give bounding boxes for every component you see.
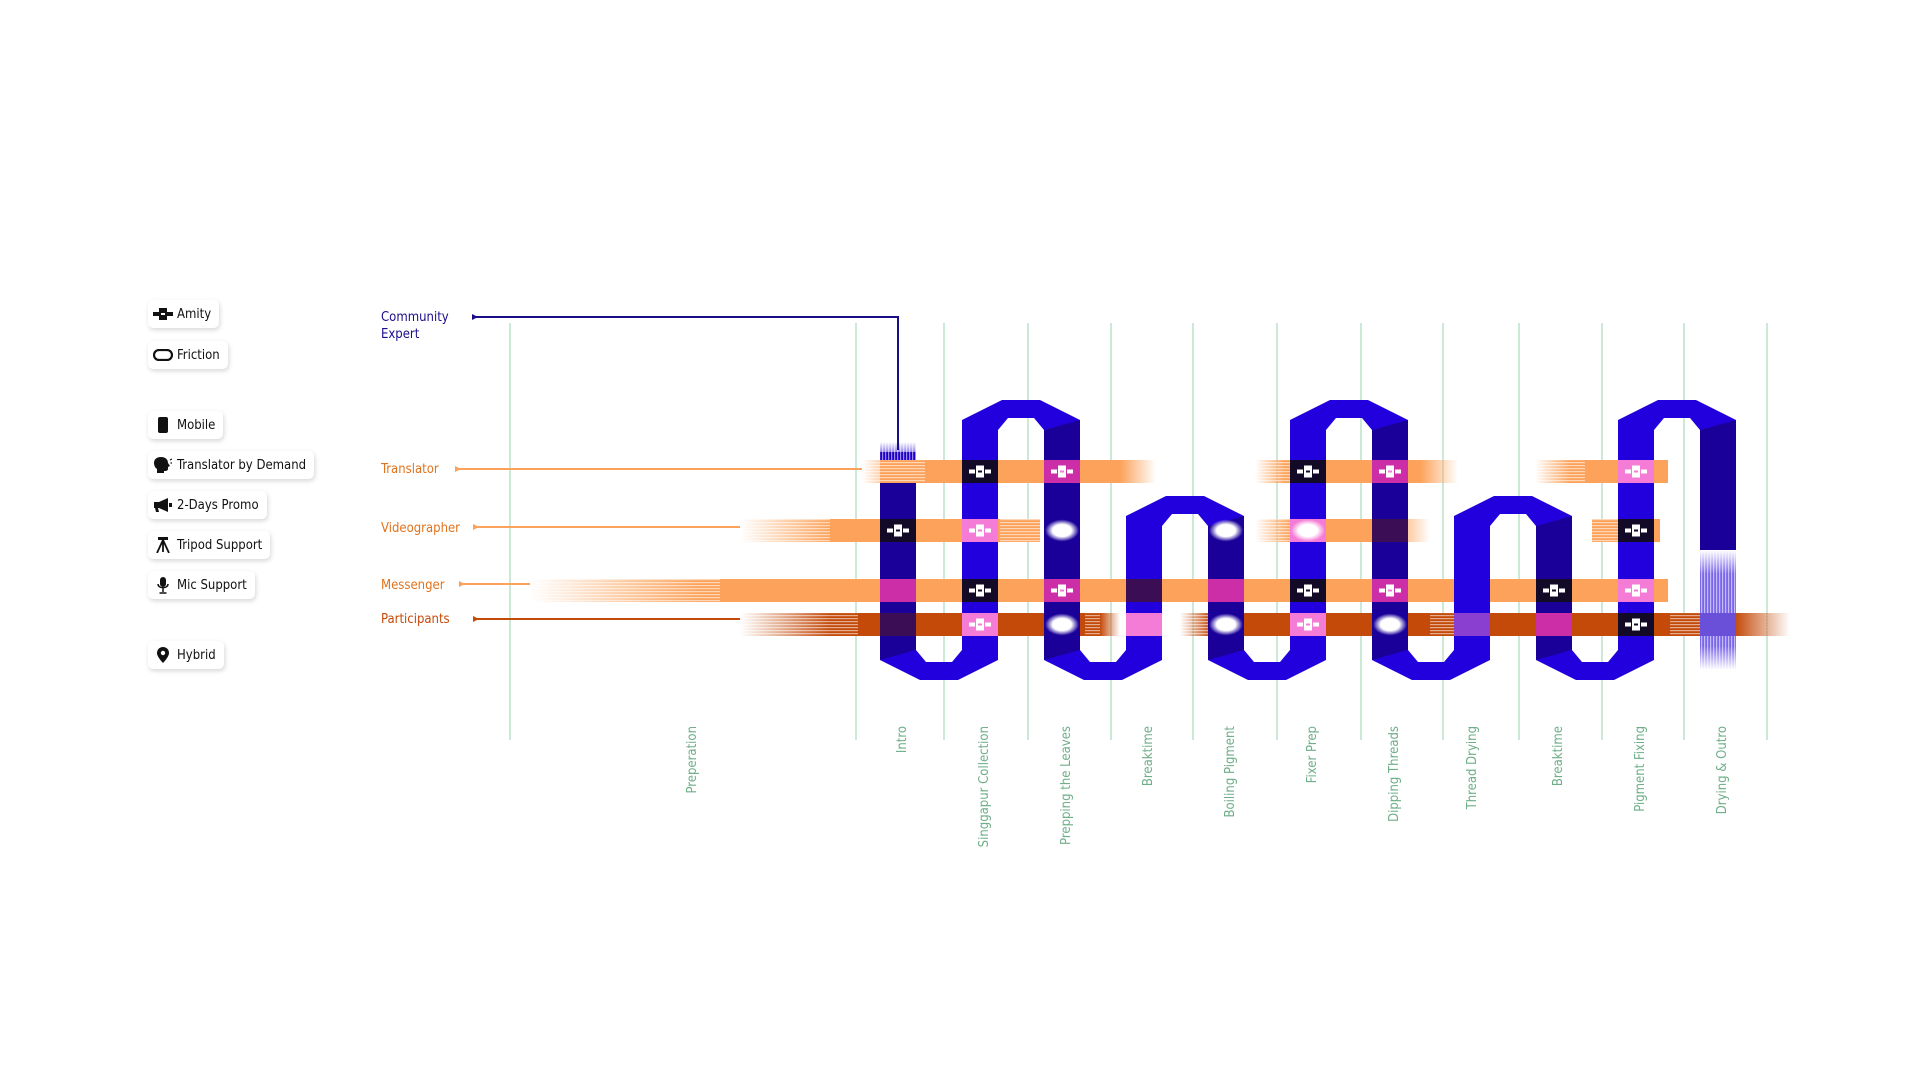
ribbon-bend-6 <box>1290 400 1408 430</box>
cell-breaktime-messenger <box>1126 579 1162 602</box>
legend-friction-label: Friction <box>177 347 220 363</box>
legend-tripod-label: Tripod Support <box>177 537 263 553</box>
phase-label-breaktime: Breaktime <box>1141 726 1156 786</box>
connector-messenger-arrow <box>459 581 465 587</box>
legend-promo: 2-Days Promo <box>148 491 267 519</box>
role-translator: Translator <box>380 462 439 477</box>
interaction-markers <box>887 465 1647 636</box>
friction-icon-fixer-videographer <box>1291 519 1325 542</box>
role-participants: Participants <box>381 612 450 627</box>
connector-videographer-arrow <box>473 524 479 530</box>
location-pin-icon <box>152 647 174 663</box>
phase-label-singgapur-collection: Singgapur Collection <box>977 726 992 847</box>
role-connectors <box>455 314 899 622</box>
videographer-lane-stripes-1 <box>740 519 830 542</box>
cell-intro-translator-stripes <box>880 460 916 483</box>
ribbon-bend-4 <box>1126 496 1244 526</box>
translator-lane-fade-out-1 <box>1120 460 1156 483</box>
ribbon-column-drying <box>1454 516 1490 660</box>
phase-label-drying-outro: Drying & Outro <box>1715 726 1730 814</box>
legend-mobile-label: Mobile <box>177 417 216 433</box>
speaking-head-icon <box>152 457 174 473</box>
participants-lane-fade-out-1 <box>1100 613 1120 636</box>
translator-lane-fade-out-2 <box>1420 460 1458 483</box>
role-videographer: Videographer <box>381 521 460 536</box>
legend-mic-label: Mic Support <box>177 577 247 593</box>
phase-label-intro: Intro <box>895 726 910 753</box>
ribbon-bend-9 <box>1536 650 1654 680</box>
connector-community-expert <box>475 316 899 450</box>
legend: Amity Friction Mobile Translator by Dema… <box>148 300 348 680</box>
legend-promo-label: 2-Days Promo <box>177 497 259 513</box>
connector-community-arrow <box>472 314 478 320</box>
ribbon-bend-1 <box>880 650 998 680</box>
legend-amity: Amity <box>148 300 220 328</box>
ribbon-bend-10 <box>1618 400 1736 430</box>
role-labels: Community Expert Translator Videographer… <box>380 310 460 627</box>
friction-icon-prepping-participants <box>1045 613 1079 636</box>
phase-label-thread-drying: Thread Drying <box>1465 726 1480 810</box>
phase-label-pigment-fixing: Pigment Fixing <box>1633 726 1648 812</box>
tripod-icon <box>152 537 174 553</box>
friction-icon-boiling-participants <box>1209 613 1243 636</box>
translator-lane-stripes-3 <box>1535 460 1585 483</box>
friction-icon-prepping-videographer <box>1045 519 1079 542</box>
phase-label-breaktime-2: Breaktime <box>1551 726 1566 786</box>
legend-hybrid-label: Hybrid <box>177 647 216 663</box>
phase-label-prepping-the-leaves: Prepping the Leaves <box>1059 726 1074 845</box>
legend-amity-label: Amity <box>177 306 212 322</box>
legend-translator: Translator by Demand <box>148 451 315 479</box>
cell-breaktime-participants <box>1126 613 1162 636</box>
cell-intro-messenger <box>880 579 916 602</box>
cell-boiling-messenger <box>1208 579 1244 602</box>
ribbon-bend-8 <box>1454 496 1572 526</box>
phase-label-fixer-prep: Fixer Prep <box>1305 726 1320 783</box>
amity-icon <box>152 306 174 322</box>
ribbon-column-intro-stripes <box>880 442 916 462</box>
legend-friction: Friction <box>148 341 228 369</box>
friction-icon <box>152 347 174 363</box>
phase-label-dipping-threads: Dipping Threads <box>1387 726 1402 822</box>
videographer-lane-stripes-3 <box>1592 519 1625 542</box>
ribbon-column-outro <box>1700 420 1736 550</box>
ribbon-bend-2 <box>962 400 1080 430</box>
ribbon-bend-7 <box>1372 650 1490 680</box>
connector-translator-arrow <box>455 466 461 472</box>
cell-dipping-videographer <box>1372 519 1408 542</box>
microphone-icon <box>152 576 174 594</box>
legend-mic: Mic Support <box>148 571 255 599</box>
role-messenger: Messenger <box>381 578 445 593</box>
legend-mobile: Mobile <box>148 411 224 439</box>
ribbon-bend-3 <box>1044 650 1162 680</box>
phase-label-boiling-pigment: Boiling Pigment <box>1223 726 1238 818</box>
translator-lane-segment-1 <box>898 460 1120 483</box>
role-community-expert: Community Expert <box>381 310 452 342</box>
connector-participants-arrow <box>473 616 479 622</box>
videographer-lane-stripes-2 <box>1255 519 1300 542</box>
friction-icon-boiling-videographer <box>1209 519 1243 542</box>
legend-translator-label: Translator by Demand <box>177 457 307 473</box>
friction-icon-dipping-participants <box>1373 613 1407 636</box>
cell-drying-participants <box>1454 613 1490 636</box>
legend-tripod: Tripod Support <box>148 531 271 559</box>
phase-label-preperation: Preperation <box>685 726 700 794</box>
cell-breaktime2-participants <box>1536 613 1572 636</box>
participants-lane-stripes-1 <box>740 613 858 636</box>
cell-outro-participants <box>1700 613 1736 636</box>
cell-intro-participants <box>880 613 916 636</box>
participants-lane-fade-out-2 <box>1735 613 1790 636</box>
phase-labels: Preperation Intro Singgapur Collection P… <box>685 726 1730 848</box>
messenger-lane-stripes-1 <box>530 579 720 602</box>
ribbon-bend-5 <box>1208 650 1326 680</box>
legend-hybrid: Hybrid <box>148 641 224 669</box>
videographer-lane-stripes-1b <box>1000 519 1040 542</box>
translator-lane-stripes-2 <box>1255 460 1300 483</box>
megaphone-icon <box>152 497 174 513</box>
mobile-icon <box>152 417 174 433</box>
messenger-lane-segment-1 <box>700 579 1668 602</box>
ribbon-column-outro-stripes <box>1700 550 1736 670</box>
